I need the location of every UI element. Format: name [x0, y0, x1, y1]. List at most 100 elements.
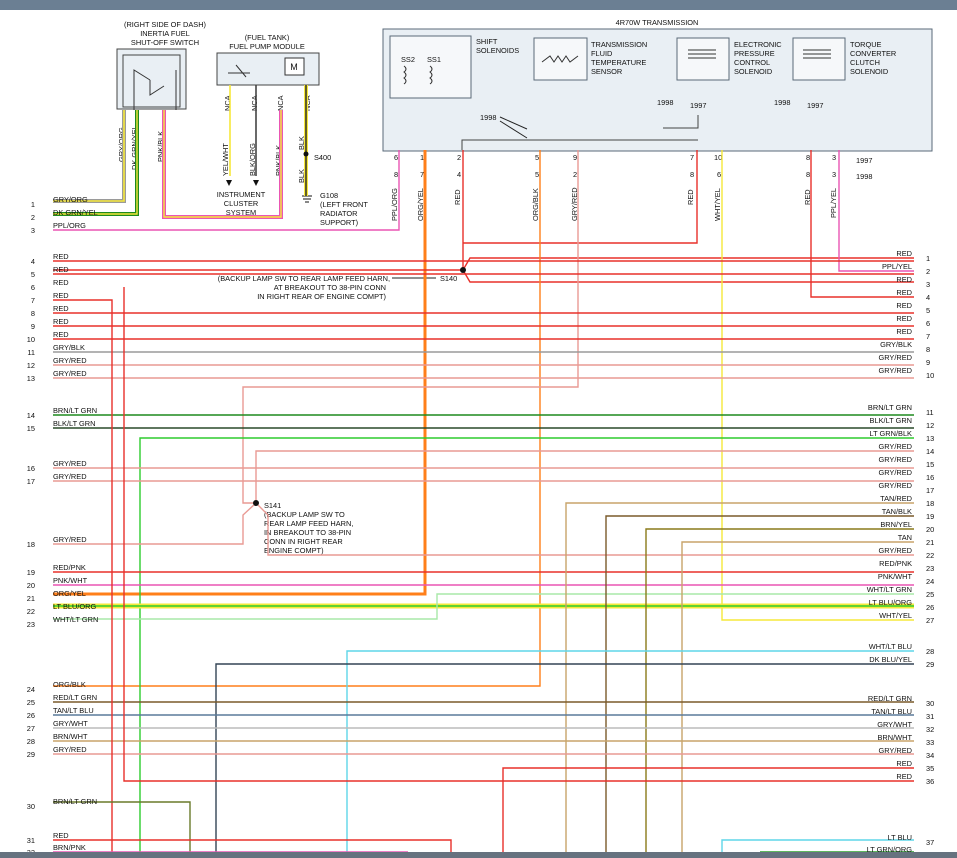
right-row-label-15: GRY/RED	[878, 455, 912, 464]
g108-label-4: SUPPORT)	[320, 218, 358, 227]
pump-label-1: (FUEL TANK)	[245, 33, 290, 42]
year-1998-label-a: 1998	[480, 113, 496, 122]
left-row-number-11: 11	[27, 348, 35, 357]
right-row-label-27: WHT/YEL	[879, 611, 912, 620]
wire-dk-blu-yel	[215, 663, 914, 858]
nca-label-1: NCA	[223, 95, 232, 111]
vlabel-wht-yel: WHT/YEL	[713, 188, 722, 221]
right-row-number-27: 27	[926, 616, 934, 625]
tft-label-2: FLUID	[591, 49, 612, 58]
vlabel-yel-wht: YEL/WHT	[221, 143, 230, 176]
vlabel-org-blk: ORG/BLK	[531, 188, 540, 221]
left-row-label-14: BRN/LT GRN	[53, 406, 97, 415]
pin-9: 9	[573, 153, 577, 162]
right-connector-labels: RED1PPL/YEL2RED3RED4RED5RED6RED7GRY/BLK8…	[867, 249, 935, 858]
left-row-number-20: 20	[27, 581, 35, 590]
bottom-frame-bar	[0, 852, 957, 858]
vlabel-red-2: RED	[686, 189, 695, 205]
right-row-label-34: GRY/RED	[878, 746, 912, 755]
wire-lt-grn-blk	[139, 437, 914, 858]
wire-red-tcc	[810, 150, 914, 298]
row-wire-23	[53, 593, 914, 620]
left-row-number-8: 8	[31, 309, 35, 318]
right-row-number-21: 21	[926, 538, 934, 547]
vlabel-org-yel: ORG/YEL	[416, 188, 425, 221]
tft-label-4: SENSOR	[591, 67, 622, 76]
pin-3b: 3	[832, 170, 836, 179]
right-row-number-33: 33	[926, 738, 934, 747]
left-row-label-7: RED	[53, 291, 69, 300]
right-row-number-6: 6	[926, 319, 930, 328]
left-row-label-28: BRN/WHT	[53, 732, 88, 741]
right-row-number-36: 36	[926, 777, 934, 786]
right-row-label-18: TAN/RED	[880, 494, 912, 503]
left-row-label-23: WHT/LT GRN	[53, 615, 98, 624]
right-row-number-14: 14	[926, 447, 934, 456]
vlabel-blk-org: BLK/ORG	[248, 143, 257, 176]
shift-solenoids-label-2: SOLENOIDS	[476, 46, 519, 55]
left-row-label-17: GRY/RED	[53, 472, 87, 481]
tft-label-3: TEMPERATURE	[591, 58, 646, 67]
cluster-label-2: CLUSTER	[224, 199, 259, 208]
transmission-title: 4R70W TRANSMISSION	[616, 18, 699, 27]
wire-gry-org	[53, 110, 126, 203]
s141-splice-dot	[253, 500, 259, 506]
right-row-label-12: BLK/LT GRN	[870, 416, 912, 425]
pin-6: 6	[394, 153, 398, 162]
vlabel-dk-grn-yel: DK GRN/YEL	[130, 125, 139, 170]
left-row-number-5: 5	[31, 270, 35, 279]
s400-splice-dot	[303, 151, 309, 157]
right-row-number-2: 2	[926, 267, 930, 276]
nca-label-2: NCA	[250, 95, 259, 111]
pin-3a: 3	[832, 153, 836, 162]
right-row-label-28: WHT/LT BLU	[869, 642, 912, 651]
ss1-coil-icon	[429, 65, 433, 85]
year-1998-label-b: 1998	[657, 98, 673, 107]
pump-motor-label: M	[290, 62, 298, 72]
epc-coil-icon	[688, 49, 716, 59]
wire-red-s140-a	[462, 150, 914, 283]
left-row-number-10: 10	[27, 335, 35, 344]
right-row-label-7: RED	[896, 327, 912, 336]
right-row-number-29: 29	[926, 660, 934, 669]
g108-label-1: G108	[320, 191, 338, 200]
right-row-label-22: GRY/RED	[878, 546, 912, 555]
year-1997-label-a: 1997	[690, 101, 706, 110]
s140-splice-dot	[460, 267, 466, 273]
pin-5b: 5	[535, 170, 539, 179]
ss1-label: SS1	[427, 55, 441, 64]
left-row-label-9: RED	[53, 317, 69, 326]
wire-dk-grn-yel-stripe	[53, 110, 138, 215]
wire-tan	[681, 541, 914, 858]
right-row-label-16: GRY/RED	[878, 468, 912, 477]
left-row-label-25: RED/LT GRN	[53, 693, 97, 702]
right-row-number-28: 28	[926, 647, 934, 656]
tft-label-1: TRANSMISSION	[591, 40, 647, 49]
left-row-number-14: 14	[27, 411, 35, 420]
left-row-label-32: BRN/PNK	[53, 843, 86, 852]
thermistor-icon	[541, 55, 579, 63]
tcc-solenoid-box	[792, 37, 846, 81]
wire-org-yel	[53, 150, 427, 596]
right-row-label-1: RED	[896, 249, 912, 258]
right-row-label-9: GRY/RED	[878, 353, 912, 362]
wire-gry-org-stripe	[53, 110, 125, 202]
right-row-label-13: LT GRN/BLK	[870, 429, 913, 438]
left-row-number-27: 27	[27, 724, 35, 733]
right-row-label-2: PPL/YEL	[882, 262, 912, 271]
cluster-label-3: SYSTEM	[226, 208, 256, 217]
inertia-switch-inner	[122, 54, 181, 108]
right-row-label-5: RED	[896, 301, 912, 310]
right-row-number-15: 15	[926, 460, 934, 469]
left-row-label-26: TAN/LT BLU	[53, 706, 94, 715]
g108-label-3: RADIATOR	[320, 209, 358, 218]
s141-label-4: IN BREAKOUT TO 38-PIN	[264, 528, 351, 537]
left-row-number-1: 1	[31, 200, 35, 209]
wire-red-36	[123, 287, 914, 782]
right-row-number-22: 22	[926, 551, 934, 560]
vlabel-ppl-yel: PPL/YEL	[829, 188, 838, 218]
vlabel-red-1: RED	[453, 189, 462, 205]
